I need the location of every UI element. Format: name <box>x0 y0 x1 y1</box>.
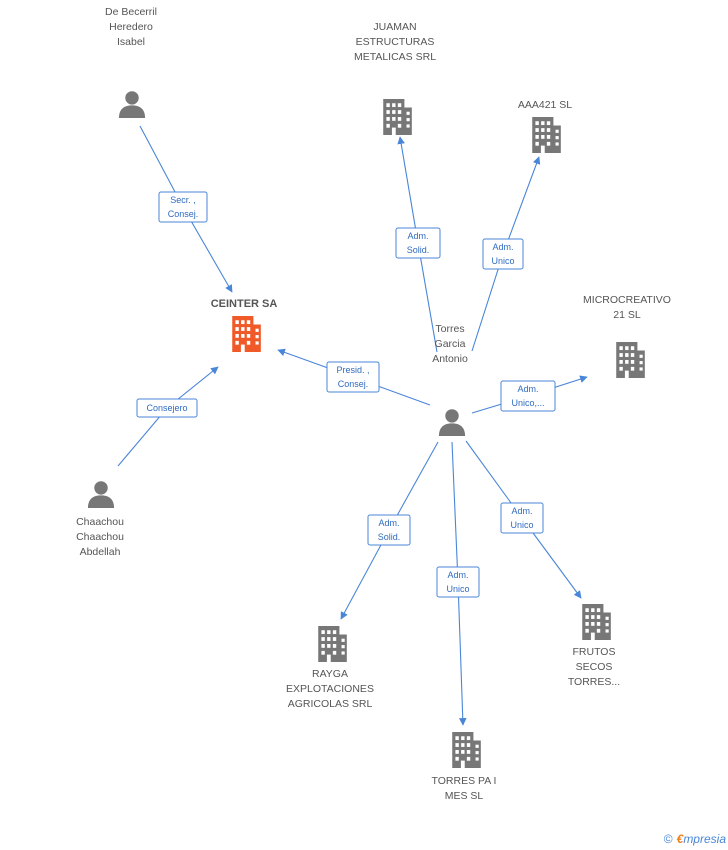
edge-label-text: Presid. , <box>336 365 369 375</box>
node-label: Garcia <box>435 338 466 350</box>
building-icon <box>452 732 481 768</box>
edge-label-text: Secr. , <box>170 195 196 205</box>
node-label: Torres <box>435 323 464 335</box>
node-label: TORRES... <box>568 676 620 688</box>
edge-label-box <box>326 361 380 393</box>
edge-label-box <box>367 514 411 546</box>
person-icon <box>87 481 115 508</box>
building-icon <box>532 117 561 153</box>
edge-label-text: Consej. <box>338 379 369 389</box>
node-label: AGRICOLAS SRL <box>288 698 373 710</box>
edge-label-text: Unico <box>491 256 514 266</box>
building-icon <box>318 626 347 662</box>
edge-label-text: Adm. <box>378 518 399 528</box>
edge-label-box <box>136 398 198 418</box>
node-label: RAYGA <box>312 668 348 680</box>
node-label: AAA421 SL <box>518 99 572 111</box>
node-label: EXPLOTACIONES <box>286 683 374 695</box>
node-label: FRUTOS <box>573 646 616 658</box>
node-label: METALICAS SRL <box>354 51 436 63</box>
edge-label-text: Unico,... <box>511 398 544 408</box>
edge-label-box <box>436 566 480 598</box>
node-torrespa[interactable]: TORRES PA I MES SL <box>432 732 497 802</box>
edge-label-text: Adm. <box>407 231 428 241</box>
node-label: Chaachou <box>76 531 124 543</box>
edge-label-chaachou-ceinter[interactable]: Consejero <box>136 398 198 418</box>
edge-label-text: Solid. <box>407 245 430 255</box>
edge-label-text: Unico <box>510 520 533 530</box>
edge-label-text: Adm. <box>447 570 468 580</box>
edge-label-text: Solid. <box>378 532 401 542</box>
node-frutos[interactable]: FRUTOS SECOS TORRES... <box>568 604 620 688</box>
node-label: ESTRUCTURAS <box>356 36 435 48</box>
edge-label-text: Adm. <box>492 242 513 252</box>
person-icon <box>438 409 466 436</box>
edge-label-torres-rayga[interactable]: Adm. Solid. <box>367 514 411 546</box>
node-label: Isabel <box>117 36 145 48</box>
building-icon <box>616 342 645 378</box>
edge-label-torres-ceinter[interactable]: Presid. , Consej. <box>326 361 380 393</box>
edge-label-torres-frutos[interactable]: Adm. Unico <box>500 502 544 534</box>
node-label: De Becerril <box>105 6 157 18</box>
building-icon <box>383 99 412 135</box>
node-microcreativo[interactable]: MICROCREATIVO 21 SL <box>583 294 671 378</box>
node-label: CEINTER SA <box>211 298 278 310</box>
edge-label-text: Unico <box>446 584 469 594</box>
edge-label-text: Consejero <box>146 403 187 413</box>
edge-label-text: Adm. <box>511 506 532 516</box>
edge-label-box <box>395 227 441 259</box>
node-label: MES SL <box>445 790 484 802</box>
footer-brand[interactable]: ©€mpresia <box>664 832 726 846</box>
edge-label-torres-torrespa[interactable]: Adm. Unico <box>436 566 480 598</box>
node-aaa421[interactable]: AAA421 SL <box>518 99 572 153</box>
edge-labels-layer: Secr. , Consej. Consejero Presid. , Consej. A… <box>136 191 556 598</box>
nodes-layer: CEINTER SA De BecerrilHerederoIsabelChaac… <box>76 6 671 802</box>
edge-label-becerril-ceinter[interactable]: Secr. , Consej. <box>158 191 208 223</box>
edge-label-torres-microcreativo[interactable]: Adm. Unico,... <box>500 380 556 412</box>
node-label: Heredero <box>109 21 153 33</box>
edge-label-box <box>500 502 544 534</box>
node-label: Chaachou <box>76 516 124 528</box>
edge-label-box <box>500 380 556 412</box>
building-icon <box>582 604 611 640</box>
person-icon <box>118 91 146 118</box>
node-label: Antonio <box>432 353 468 365</box>
node-label: MICROCREATIVO <box>583 294 671 306</box>
node-rayga[interactable]: RAYGA EXPLOTACIONES AGRICOLAS SRL <box>286 626 374 710</box>
edge-label-torres-juaman[interactable]: Adm. Solid. <box>395 227 441 259</box>
edge-label-box <box>158 191 208 223</box>
edge-label-text: Consej. <box>168 209 199 219</box>
node-ceinter[interactable]: CEINTER SA <box>211 298 278 352</box>
node-juaman[interactable]: JUAMAN ESTRUCTURAS METALICAS SRL <box>354 21 436 135</box>
building-icon <box>232 316 261 352</box>
edge-label-torres-aaa421[interactable]: Adm. Unico <box>482 238 524 270</box>
node-label: Abdellah <box>80 546 121 558</box>
node-label: 21 SL <box>613 309 641 321</box>
copyright-symbol: © <box>663 832 673 846</box>
node-label: JUAMAN <box>373 21 416 33</box>
brand-name: mpresia <box>683 832 726 846</box>
edge-label-box <box>482 238 524 270</box>
brand-logo-mark: € <box>676 832 684 846</box>
node-label: SECOS <box>576 661 613 673</box>
node-label: TORRES PA I <box>432 775 497 787</box>
edge-label-text: Adm. <box>517 384 538 394</box>
